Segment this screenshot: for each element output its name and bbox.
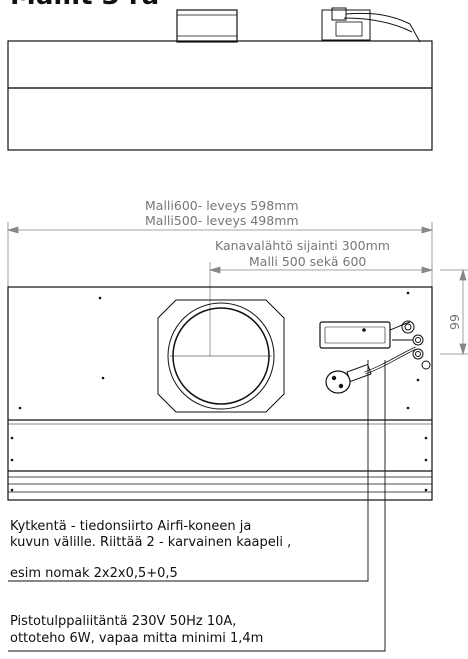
side-view <box>7 7 433 151</box>
hood-body-lower <box>7 87 433 151</box>
power-note-line1: Pistotulppaliitäntä 230V 50Hz 10A, <box>10 614 236 629</box>
connection-note-line1: Kytkentä - tiedonsiirto Airfi-koneen ja <box>10 519 251 534</box>
outlet-models-label: Malli 500 sekä 600 <box>249 254 366 269</box>
leader-lines <box>8 360 386 652</box>
mounting-screws <box>10 291 428 492</box>
schuko-plug-icon <box>325 370 351 394</box>
cable-example-note: esim nomak 2x2x0,5+0,5 <box>10 566 178 581</box>
power-cable <box>325 346 417 394</box>
power-note-line2: ottoteho 6W, vapaa mitta minimi 1,4m <box>10 631 263 646</box>
outlet-flange <box>157 299 285 413</box>
outlet-duct-outer <box>167 302 275 410</box>
hood-body-upper <box>7 40 433 89</box>
side-height-label: 99 <box>447 314 462 330</box>
outlet-position-label: Kanavalähtö sijainti 300mm <box>215 238 390 253</box>
cable-glands <box>389 320 431 370</box>
hood-outline <box>7 286 433 501</box>
width-600-label: Malli600- leveys 598mm <box>145 198 299 213</box>
heading-text: Mallit 3 ra <box>10 0 159 11</box>
width-500-label: Malli500- leveys 498mm <box>145 213 299 228</box>
plan-view <box>7 286 433 501</box>
plug-connector-top <box>321 7 421 43</box>
control-box <box>319 321 391 349</box>
dimension-lines <box>6 222 468 356</box>
connection-note-line2: kuvun välille. Riittää 2 - karvainen kaa… <box>10 535 291 550</box>
